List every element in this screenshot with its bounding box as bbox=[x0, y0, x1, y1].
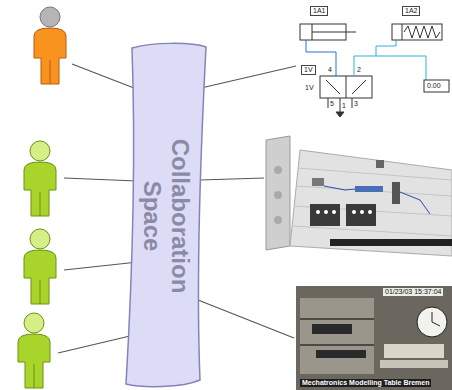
timestamp: 01/23/03 15:37:04 bbox=[383, 288, 443, 296]
band-title: Collaboration Space bbox=[138, 116, 194, 316]
port-number: 1 bbox=[342, 102, 346, 110]
band-shape bbox=[126, 43, 206, 386]
person-icon bbox=[24, 141, 56, 216]
port-number: 5 bbox=[330, 100, 334, 108]
person-icon bbox=[34, 7, 66, 84]
photo-caption: Mechatronics Modelling Table Bremen bbox=[300, 379, 431, 387]
port-number: 4 bbox=[328, 66, 332, 74]
webcam-photo bbox=[296, 286, 452, 390]
part-name: 1A2 bbox=[402, 6, 420, 16]
pneumatic-circuit bbox=[300, 24, 449, 117]
part-name: 1A1 bbox=[310, 6, 328, 16]
person-icon bbox=[24, 229, 56, 304]
part-name: 1V bbox=[301, 65, 316, 75]
port-number: 2 bbox=[357, 66, 361, 74]
part-name: 1V bbox=[305, 84, 314, 92]
collaboration-band: Collaboration Space bbox=[122, 42, 210, 390]
gauge-value: 0.00 bbox=[427, 82, 441, 90]
port-number: 3 bbox=[354, 100, 358, 108]
person-icon bbox=[18, 313, 50, 388]
simulation-view bbox=[266, 136, 452, 256]
